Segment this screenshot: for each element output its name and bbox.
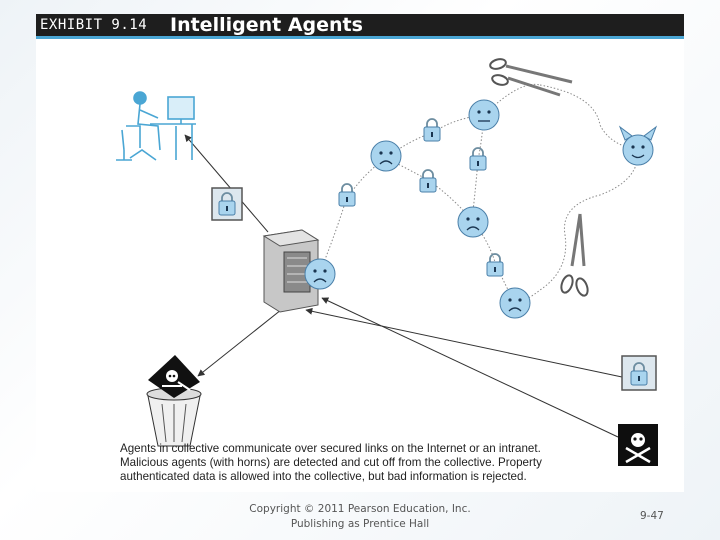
trash-can-icon [146, 387, 202, 447]
caption-line: authenticated data is allowed into the c… [120, 470, 527, 483]
devil-agent-icon [618, 125, 658, 166]
scissors-icon [560, 213, 589, 297]
exhibit-label: EXHIBIT 9.14 [40, 17, 148, 33]
publisher-line: Publishing as Prentice Hall [290, 518, 430, 530]
exhibit-header-bar [36, 14, 684, 36]
caption-line: Agents in collective communicate over se… [120, 442, 541, 455]
user-link-lock [211, 187, 243, 221]
incoming-authenticated-lock [621, 355, 657, 391]
agent-face-icon [457, 206, 489, 238]
copyright-footer: Copyright © 2011 Pearson Education, Inc.… [200, 502, 520, 532]
scissors-icon [489, 58, 573, 97]
server-icon [262, 229, 320, 313]
arrow-skull-to-server [321, 297, 619, 438]
arrow-lock-to-server [305, 307, 623, 378]
page-number: 9-47 [640, 510, 664, 522]
arrow-user-to-server [184, 134, 269, 233]
agent-face-icon [370, 140, 402, 172]
lock-icon [486, 253, 504, 277]
agent-face-icon [468, 99, 500, 131]
caption-line: Malicious agents (with horns) are detect… [120, 456, 542, 469]
lock-icon [338, 183, 356, 207]
agent-face-icon [499, 287, 531, 319]
lock-icon [419, 169, 437, 193]
skull-crossbones-icon [148, 355, 200, 398]
agent-face-icon [304, 258, 336, 290]
copyright-line: Copyright © 2011 Pearson Education, Inc. [249, 503, 471, 515]
lock-icon [423, 118, 441, 142]
connection-arrows [184, 134, 623, 438]
exhibit-title: Intelligent Agents [170, 14, 363, 36]
skull-crossbones-icon [618, 424, 658, 466]
exhibit-header-rule [36, 36, 684, 39]
lock-icon [469, 147, 487, 171]
diagram-caption: Agents in collective communicate over se… [120, 442, 600, 484]
person-at-computer-icon [116, 91, 196, 161]
